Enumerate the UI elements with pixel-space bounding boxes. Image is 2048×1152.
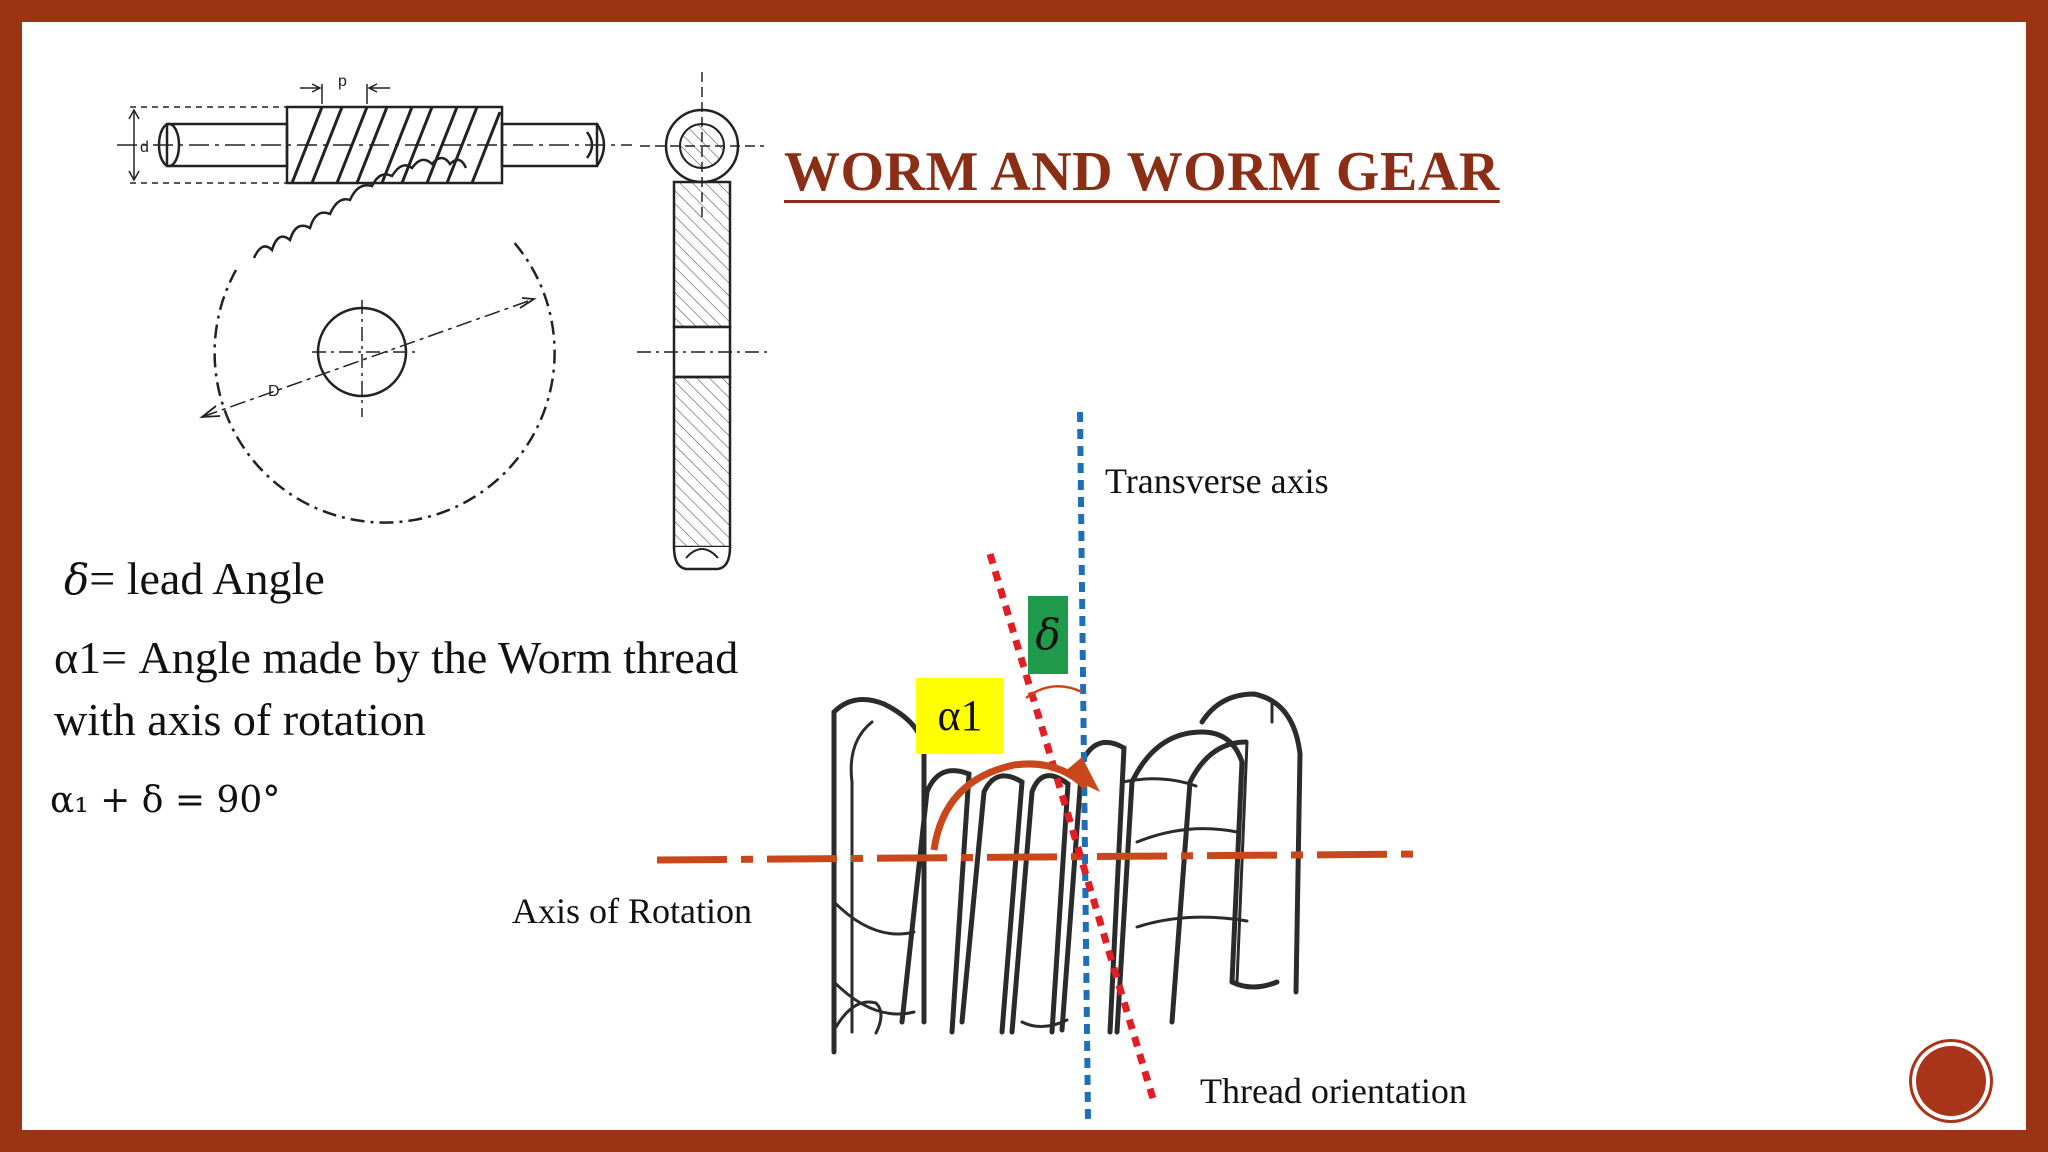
delta-angle-arc xyxy=(1025,685,1083,699)
worm-shaft-drawing xyxy=(117,83,632,185)
circle-logo-icon xyxy=(1916,1046,1986,1116)
alpha-definition: α1= Angle made by the Worm thread with a… xyxy=(54,627,738,751)
worm-diameter-label: d xyxy=(140,139,149,156)
page-title: WORM AND WORM GEAR xyxy=(784,141,1500,203)
slide: p d D xyxy=(22,22,2026,1130)
pitch-label: p xyxy=(338,73,347,90)
worm-thread-sketch xyxy=(831,691,1303,1055)
alpha-tag: α1 xyxy=(916,678,1004,754)
axis-of-rotation-line xyxy=(656,850,1423,864)
axis-of-rotation-label: Axis of Rotation xyxy=(512,891,752,931)
delta-symbol: δ xyxy=(64,555,90,604)
gear-diameter-label: D xyxy=(268,383,280,400)
alpha-arrowhead-icon xyxy=(1062,757,1100,792)
transverse-axis-label: Transverse axis xyxy=(1105,461,1329,501)
thread-orientation-label: Thread orientation xyxy=(1200,1071,1467,1111)
worm-gear-side-view xyxy=(637,72,767,571)
angle-sum-equation: α₁ + δ = 90° xyxy=(50,780,281,821)
lead-angle-definition: δ= lead Angle xyxy=(64,552,325,605)
lead-angle-text: = lead Angle xyxy=(89,553,325,604)
thread-orientation-line xyxy=(986,552,1158,1104)
alpha-definition-line1: α1= Angle made by the Worm thread xyxy=(54,632,739,683)
delta-tag: δ xyxy=(1028,596,1068,674)
technical-drawing: p d D xyxy=(117,72,1423,1121)
worm-gear-drawing xyxy=(199,156,556,524)
alpha-definition-line2: with axis of rotation xyxy=(54,694,426,745)
